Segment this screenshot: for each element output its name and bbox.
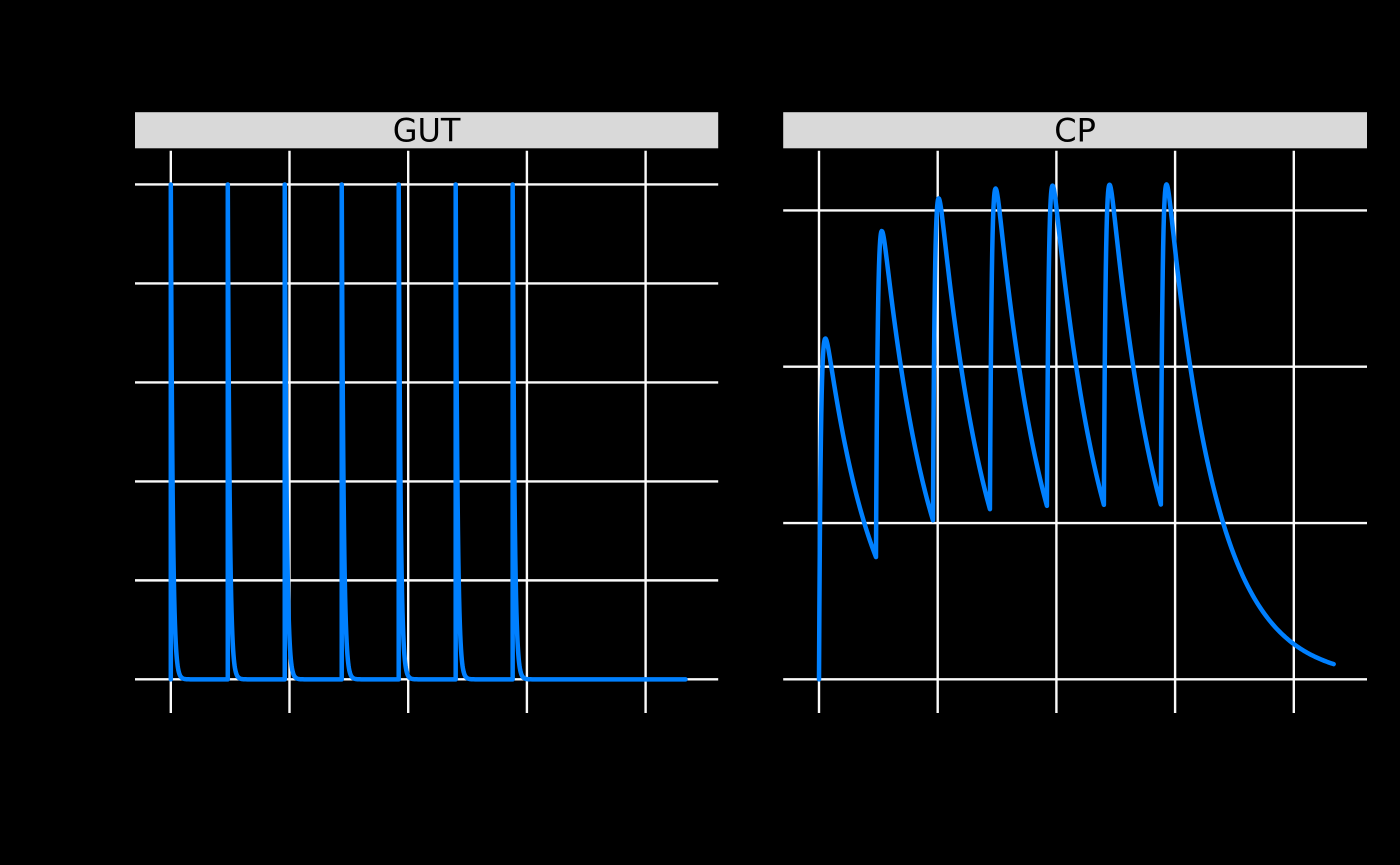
cp-line (816, 182, 1336, 682)
cp-strip (783, 112, 1367, 149)
gut-strip (135, 112, 719, 149)
panel-gut: GUT (135, 112, 719, 714)
panel-cp: CP (783, 112, 1367, 714)
cp-strip-label: CP (1054, 112, 1096, 150)
gut-strip-label: GUT (393, 112, 461, 150)
gut-line (168, 182, 688, 682)
